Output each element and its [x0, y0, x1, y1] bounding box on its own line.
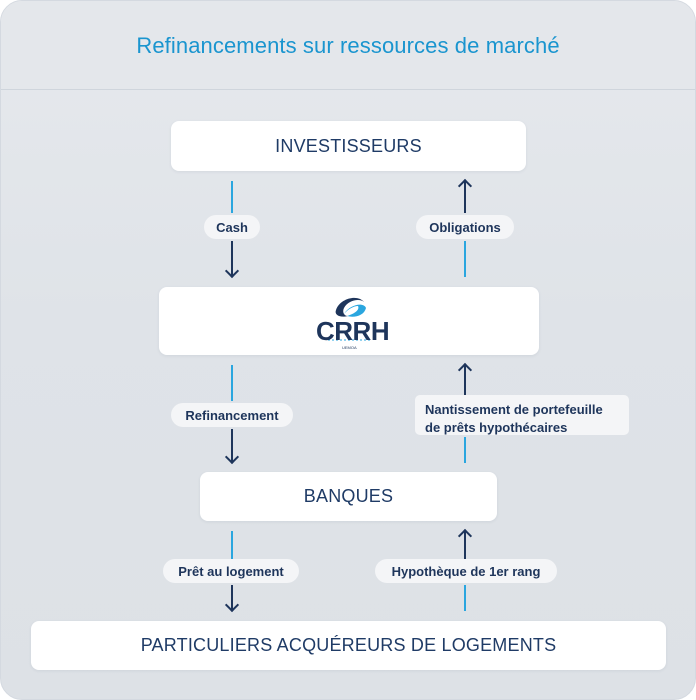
obligations-connector-top [464, 181, 466, 213]
cash-arrow-down-icon [224, 263, 240, 279]
crrh-logo: CRRH UEMOA [314, 292, 390, 350]
crrh-logo-icon [328, 297, 370, 341]
banques-box: BANQUES [200, 472, 497, 521]
hypotheque-connector-bottom [464, 585, 466, 611]
cash-label: Cash [204, 215, 260, 239]
refinancement-connector-top [231, 365, 233, 401]
nantissement-connector-top [464, 365, 466, 395]
diagram-title: Refinancements sur ressources de marché [136, 33, 560, 58]
particuliers-label: PARTICULIERS ACQUÉREURS DE LOGEMENTS [140, 635, 557, 655]
particuliers-box: PARTICULIERS ACQUÉREURS DE LOGEMENTS [31, 621, 666, 670]
crrh-box: CRRH UEMOA [159, 287, 539, 355]
investisseurs-box: INVESTISSEURS [171, 121, 526, 171]
crrh-logo-text: CRRH [316, 316, 390, 346]
nantissement-connector-bottom [464, 437, 466, 463]
cash-connector-bottom [231, 241, 233, 277]
hypotheque-connector-top [464, 531, 466, 559]
nantissement-arrow-up-icon [457, 362, 473, 378]
nantissement-label: Nantissement de portefeuille de prêts hy… [415, 395, 629, 435]
investisseurs-label: INVESTISSEURS [275, 135, 422, 156]
obligations-arrow-up-icon [457, 178, 473, 194]
crrh-logo-subtext: UEMOA [342, 345, 357, 350]
cash-connector-top [231, 181, 233, 213]
nantissement-label-line1: Nantissement de portefeuille [425, 402, 603, 417]
hypotheque-label: Hypothèque de 1er rang [375, 559, 557, 583]
refinancement-connector-bottom [231, 429, 233, 463]
refinancement-label: Refinancement [171, 403, 293, 427]
title-band: Refinancements sur ressources de marché [1, 1, 695, 90]
obligations-label: Obligations [416, 215, 514, 239]
obligations-connector-bottom [464, 241, 466, 277]
hypotheque-arrow-up-icon [457, 528, 473, 544]
pret-arrow-down-icon [224, 597, 240, 613]
banques-label: BANQUES [303, 486, 394, 506]
pret-connector-bottom [231, 585, 233, 611]
refinancement-arrow-down-icon [224, 449, 240, 465]
pret-label: Prêt au logement [163, 559, 299, 583]
nantissement-label-line2: de prêts hypothécaires [425, 420, 568, 435]
pret-connector-top [231, 531, 233, 559]
